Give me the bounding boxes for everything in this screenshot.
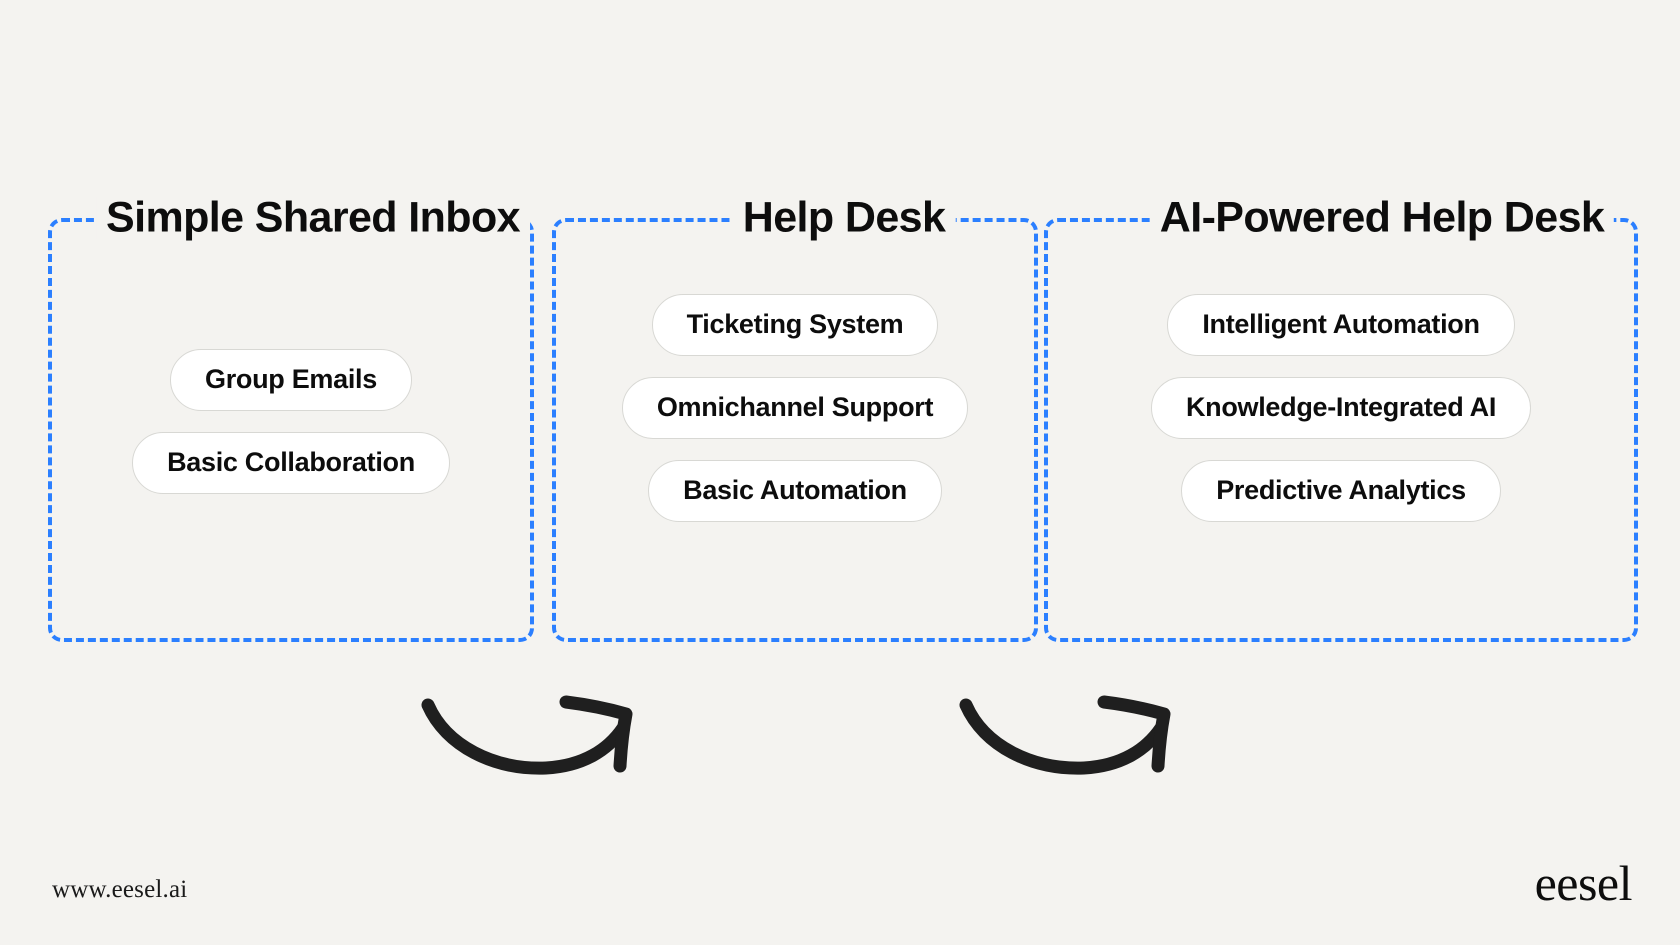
feature-pill[interactable]: Knowledge-Integrated AI (1150, 376, 1532, 439)
feature-pill[interactable]: Intelligent Automation (1167, 294, 1515, 356)
feature-list-help-desk: Ticketing System Omnichannel Support Bas… (552, 294, 1038, 522)
feature-list-simple-shared-inbox: Group Emails Basic Collaboration (48, 349, 534, 494)
feature-pill[interactable]: Basic Automation (648, 459, 942, 522)
feature-pill[interactable]: Predictive Analytics (1181, 459, 1501, 522)
curved-arrow-icon (959, 695, 1171, 775)
feature-list-ai-powered-help-desk: Intelligent Automation Knowledge-Integra… (1044, 294, 1638, 522)
stage-title-help-desk: Help Desk (732, 196, 956, 240)
feature-pill[interactable]: Omnichannel Support (621, 376, 969, 439)
curved-arrow-icon (421, 695, 633, 775)
feature-pill[interactable]: Ticketing System (651, 294, 939, 356)
feature-pill[interactable]: Group Emails (170, 349, 412, 411)
feature-pill[interactable]: Basic Collaboration (132, 431, 450, 494)
eesel-logo: eesel (1534, 855, 1633, 911)
stage-title-ai-powered-help-desk: AI-Powered Help Desk (1149, 196, 1615, 240)
footer-website-url[interactable]: www.eesel.ai (52, 876, 188, 903)
stage-title-simple-shared-inbox: Simple Shared Inbox (96, 196, 530, 240)
